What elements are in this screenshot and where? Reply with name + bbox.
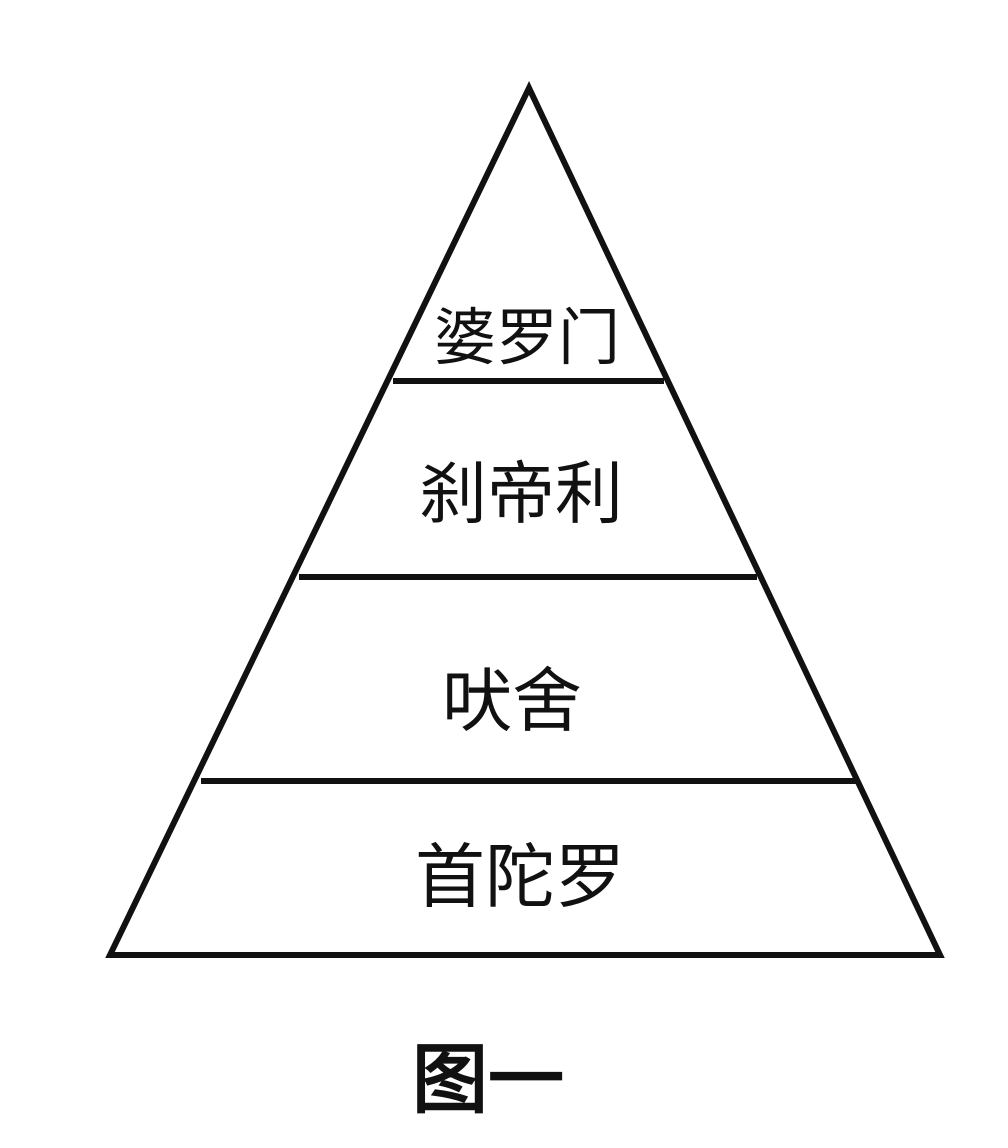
figure-caption: 图一: [412, 1035, 564, 1124]
tier-label-shudra: 首陀罗: [415, 836, 625, 918]
tier-label-kshatriya: 刹帝利: [419, 456, 623, 535]
pyramid-outline: [105, 81, 945, 958]
tier-label-vaishya: 吠舍: [442, 660, 582, 742]
tier-label-brahmin: 婆罗门: [434, 301, 620, 374]
